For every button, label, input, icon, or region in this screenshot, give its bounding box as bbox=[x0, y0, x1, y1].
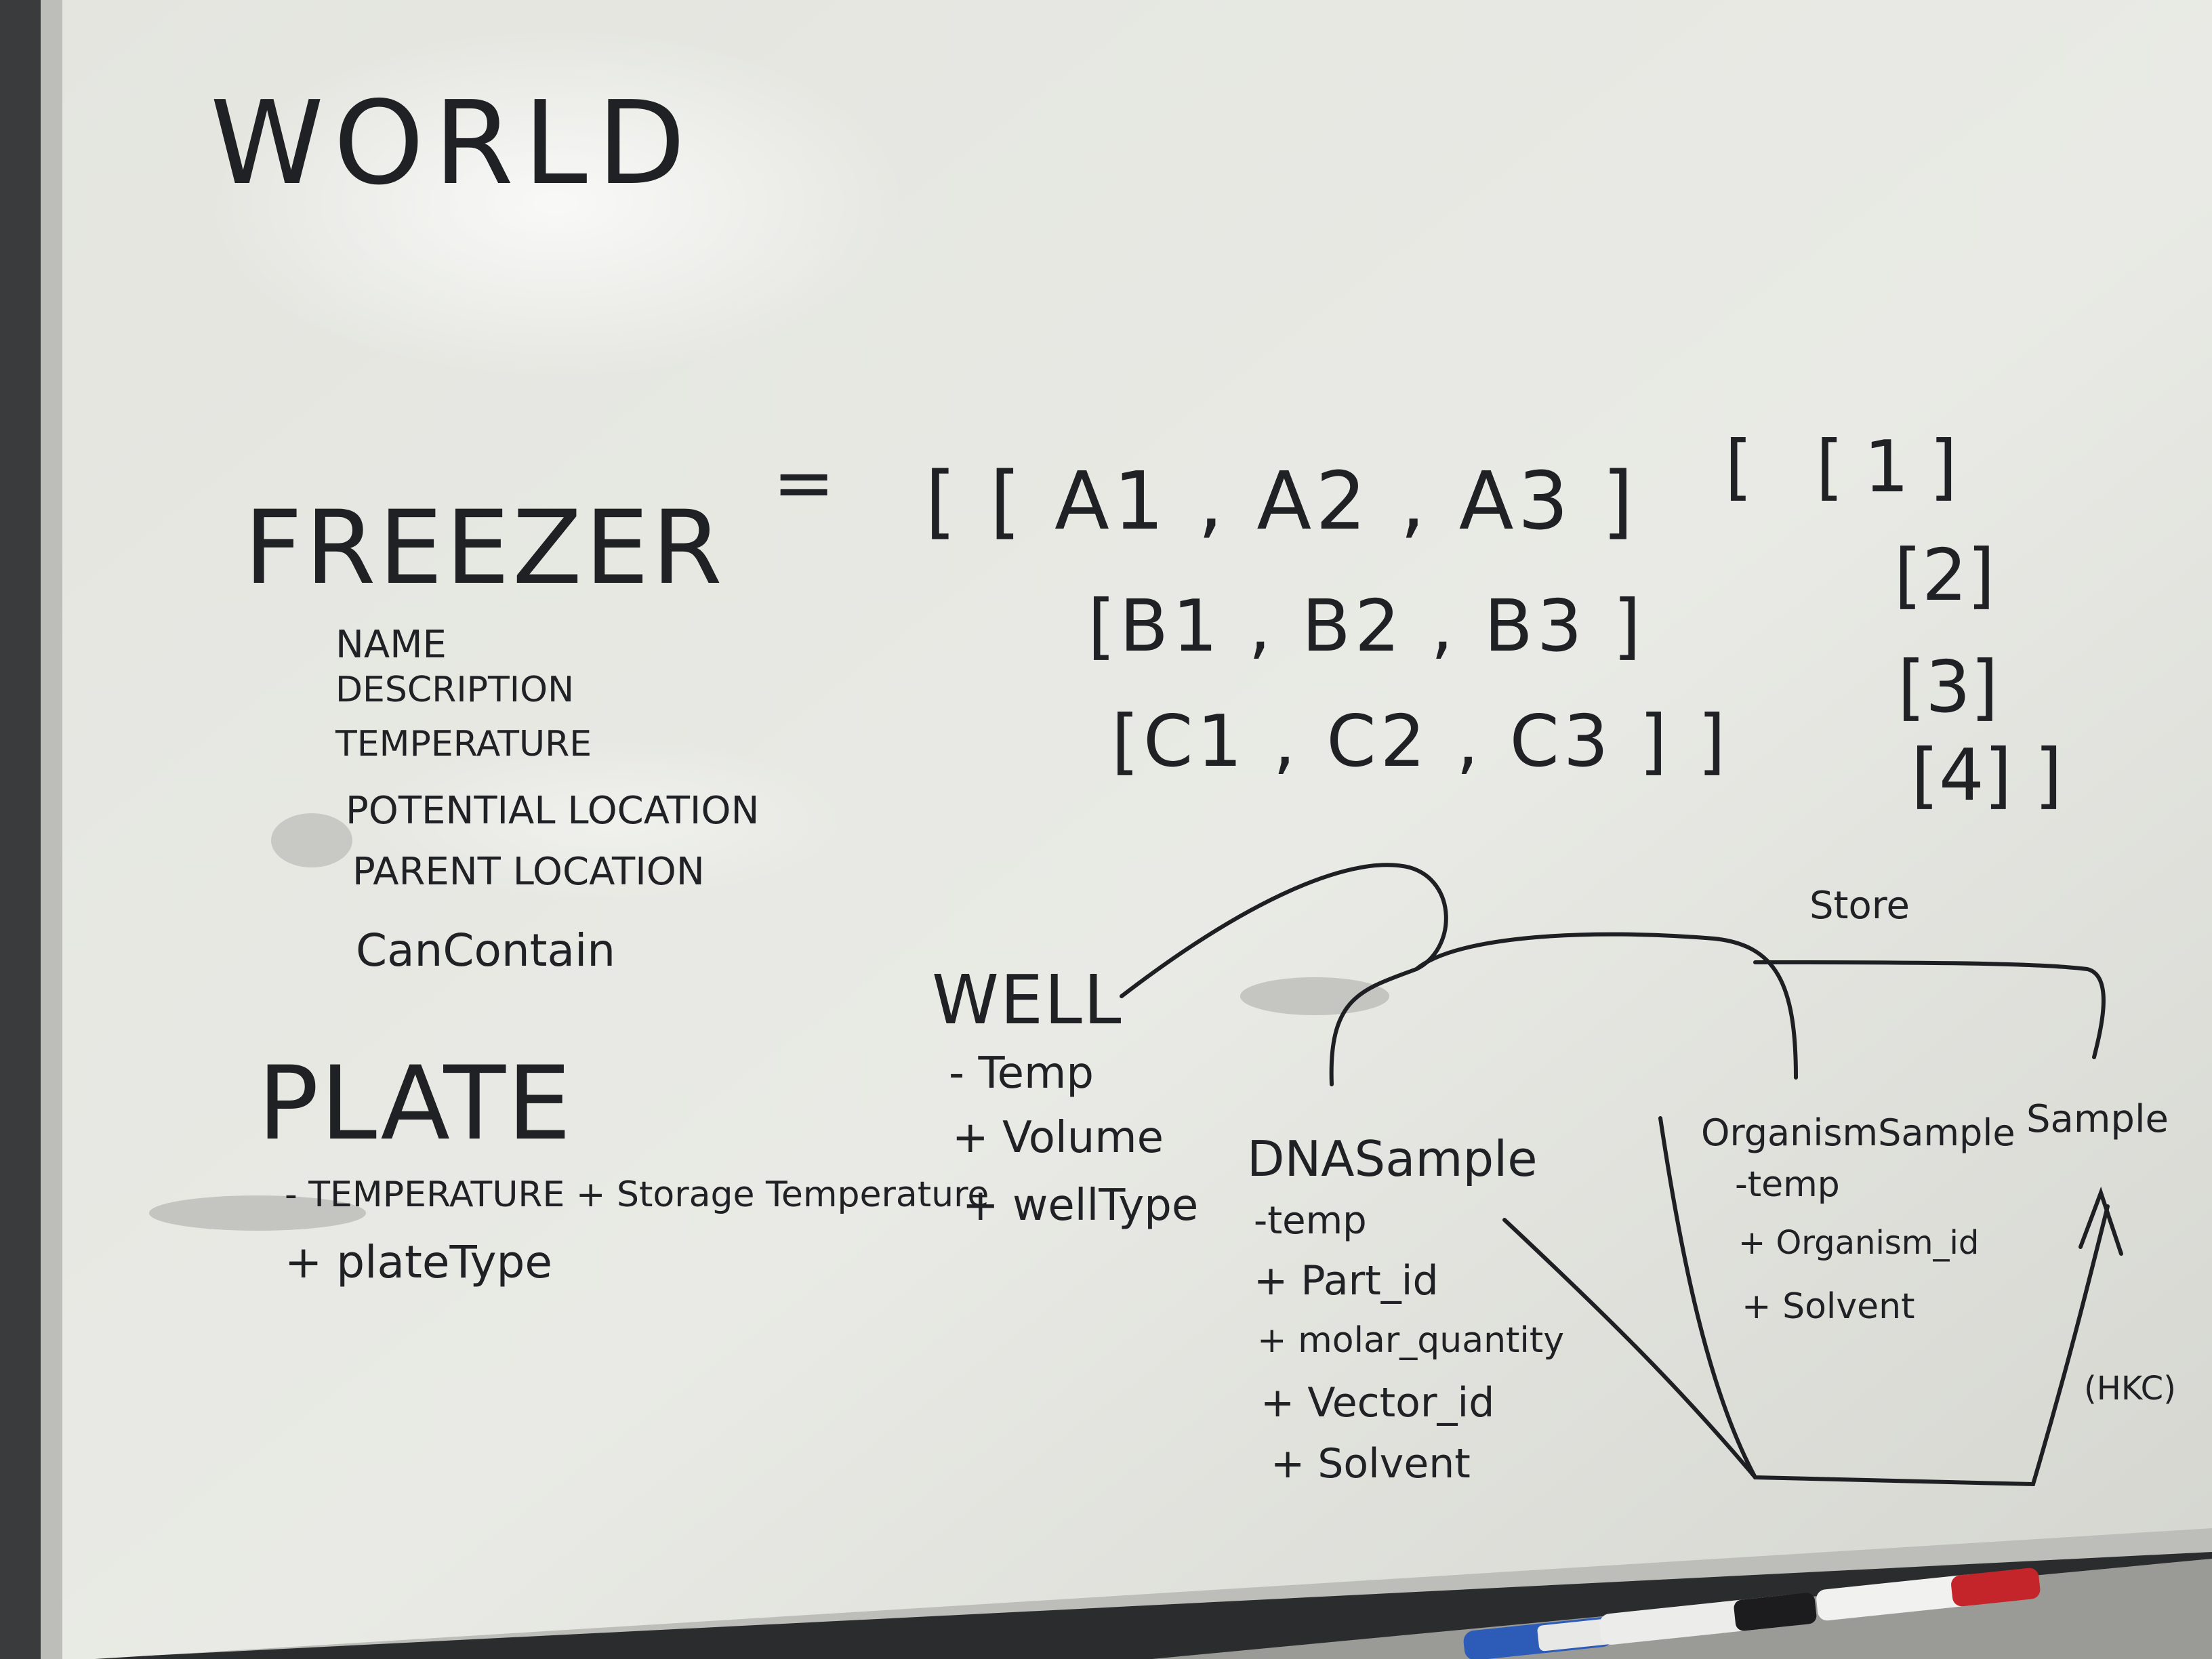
dna-sample-field: + molar_quantity bbox=[1257, 1320, 1564, 1361]
eraser-smudge bbox=[149, 1195, 366, 1231]
light-glare bbox=[203, 27, 908, 380]
grid-row-a: [ [ A1 , A2 , A3 ] bbox=[925, 454, 1637, 548]
freezer-field: CanContain bbox=[356, 924, 615, 977]
blue-marker-icon bbox=[1463, 1617, 1620, 1659]
relationship-lines bbox=[1120, 863, 2123, 1487]
well-field: - Temp bbox=[949, 1048, 1094, 1099]
list-row: [ [1] bbox=[1725, 426, 1978, 508]
list-row: [2] bbox=[1894, 534, 1995, 617]
red-marker-icon bbox=[1816, 1568, 2041, 1621]
dna-sample-field: -temp bbox=[1254, 1199, 1367, 1243]
sample-link-line bbox=[1753, 960, 2106, 1059]
well-field: + Volume bbox=[952, 1113, 1164, 1163]
inheritance-arrowhead bbox=[2078, 1187, 2123, 1256]
plate-field: - TEMPERATURE + Storage Temperature bbox=[285, 1174, 989, 1215]
well-field: + wellType bbox=[962, 1181, 1198, 1231]
list-row: [4] ] bbox=[1911, 734, 2062, 817]
light-glare-lower bbox=[366, 739, 854, 901]
eraser-smudge bbox=[271, 813, 352, 867]
organism-sample-heading: OrganismSample bbox=[1701, 1111, 2015, 1154]
plate-field: + plateType bbox=[285, 1236, 552, 1288]
freezer-field: POTENTIAL LOCATION bbox=[346, 789, 759, 833]
organism-sample-link-line bbox=[1414, 932, 1798, 1080]
freezer-field: PARENT LOCATION bbox=[352, 850, 705, 894]
well-link-line bbox=[1120, 863, 1448, 998]
grid-row-b: [B1 , B2 , B3 ] bbox=[1088, 585, 1645, 668]
board-title: WORLD bbox=[210, 77, 695, 211]
well-heading: WELL bbox=[932, 960, 1123, 1040]
equals-sign: = bbox=[773, 439, 835, 526]
sample-heading: Sample bbox=[2026, 1097, 2169, 1141]
dna-sample-field: + Solvent bbox=[1271, 1440, 1471, 1488]
dna-sample-field: + Part_id bbox=[1254, 1257, 1439, 1305]
freezer-field: TEMPERATURE bbox=[335, 724, 592, 764]
sample-note: (HKC) bbox=[2084, 1370, 2176, 1408]
freezer-field: NAME bbox=[335, 623, 447, 667]
organism-sample-field: + Organism_id bbox=[1738, 1224, 1979, 1262]
organism-sample-field: + Solvent bbox=[1742, 1286, 1914, 1327]
black-marker-icon bbox=[1599, 1593, 1817, 1645]
dna-sample-field: + Vector_id bbox=[1261, 1379, 1494, 1427]
markers bbox=[1463, 1568, 2041, 1659]
grid-row-c: [C1 , C2 , C3 ] ] bbox=[1111, 700, 1729, 783]
store-label: Store bbox=[1809, 884, 1910, 928]
freezer-heading: FREEZER bbox=[244, 489, 725, 607]
shelf-edge bbox=[0, 0, 47, 1659]
list-row: [3] bbox=[1898, 646, 1999, 729]
dna-sample-arrow-line bbox=[1502, 1218, 1757, 1479]
organism-sample-field: -temp bbox=[1735, 1164, 1840, 1205]
board-surface bbox=[62, 0, 2212, 1659]
inheritance-line bbox=[1658, 1116, 2110, 1487]
eraser-smudge bbox=[1240, 977, 1389, 1015]
dna-sample-heading: DNASample bbox=[1247, 1130, 1538, 1187]
freezer-field: DESCRIPTION bbox=[335, 670, 574, 710]
dna-sample-link-line bbox=[1329, 967, 1418, 1086]
plate-heading: PLATE bbox=[258, 1045, 573, 1163]
